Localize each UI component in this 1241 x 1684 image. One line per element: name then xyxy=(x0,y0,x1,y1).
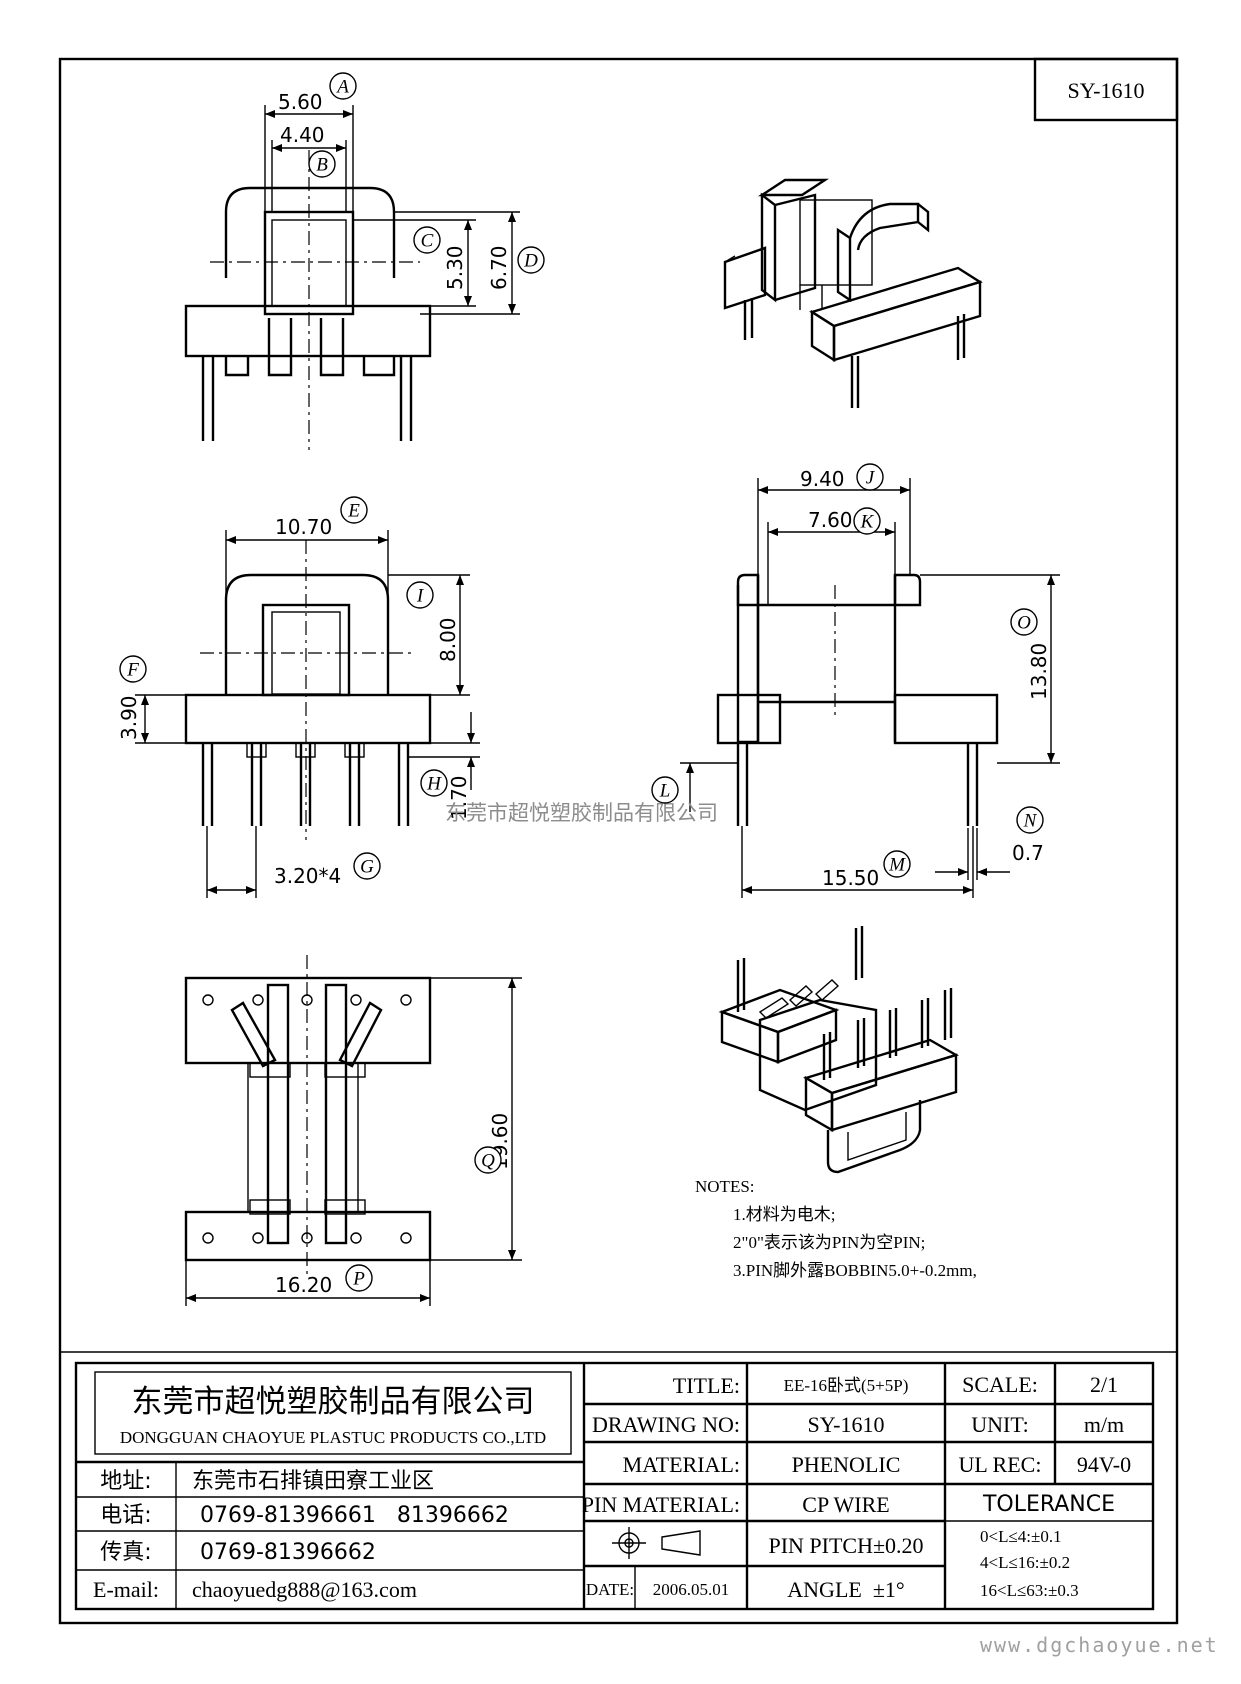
unit-label: UNIT: xyxy=(971,1412,1029,1437)
title-block-frame xyxy=(74,1361,1155,1611)
ul-rec-value: 94V-0 xyxy=(1077,1452,1131,1477)
bubble-f-letter: F xyxy=(126,660,139,681)
view-front-middle-left xyxy=(135,530,480,898)
company-name-cn: 东莞市超悦塑胶制品有限公司 xyxy=(132,1384,535,1420)
scale-label: SCALE: xyxy=(962,1372,1038,1397)
dim-D-value: 6.70 xyxy=(487,245,511,290)
bubble-j-letter: J xyxy=(866,468,876,489)
dim-I-value: 8.00 xyxy=(436,617,460,662)
date-value: 2006.05.01 xyxy=(653,1580,730,1599)
bubble-j-circle xyxy=(856,463,884,491)
dim-A-value: 5.60 xyxy=(278,90,323,114)
phone-value: 0769-81396661 81396662 xyxy=(200,1503,509,1528)
fax-label: 传真: xyxy=(100,1540,151,1565)
dim-N-value: 0.7 xyxy=(1012,841,1044,865)
dim-B-value: 4.40 xyxy=(280,123,325,147)
dim-C-value: 5.30 xyxy=(443,245,467,290)
dim-P-value: 16.20 xyxy=(275,1273,332,1297)
phone-label: 电话: xyxy=(100,1503,151,1528)
note-item-3: 3.PIN脚外露BOBBIN5.0+-0.2mm, xyxy=(733,1261,977,1280)
pin-pitch: PIN PITCH±0.20 xyxy=(768,1533,923,1558)
bubble-g-letter: G xyxy=(360,857,374,878)
view-bottom-lower-left xyxy=(184,955,522,1306)
bubble-h-circle xyxy=(420,769,448,797)
bubble-m-letter: M xyxy=(888,855,906,876)
tolerance-label: TOLERANCE xyxy=(982,1492,1115,1517)
bubble-q-letter: Q xyxy=(481,1151,495,1172)
bubble-a-circle xyxy=(329,72,357,100)
bubble-f-circle xyxy=(119,655,147,683)
dim-H-value: 1.70 xyxy=(447,775,471,820)
material-value: PHENOLIC xyxy=(792,1452,901,1477)
dim-O-value: 13.80 xyxy=(1027,643,1051,700)
tolerance-row-1: 0<L≤4:±0.1 xyxy=(980,1527,1062,1546)
drawing-id-label: SY-1610 xyxy=(1067,78,1144,103)
view-side-top-left xyxy=(184,105,520,450)
dim-M-value: 15.50 xyxy=(822,866,879,890)
address-label: 地址: xyxy=(100,1469,151,1494)
bubble-b-letter: B xyxy=(316,155,328,176)
view-isometric-top xyxy=(723,178,983,408)
scale-value: 2/1 xyxy=(1090,1372,1118,1397)
bubble-p-circle xyxy=(345,1264,373,1292)
website-url: www.dgchaoyue.net xyxy=(980,1633,1219,1657)
view-isometric-bottom xyxy=(718,926,959,1174)
view-side-middle-right xyxy=(680,478,1060,898)
bubble-k-letter: K xyxy=(860,512,875,533)
bubble-l-circle xyxy=(651,776,679,804)
dim-G-value: 3.20*4 xyxy=(274,864,341,888)
dim-J-value: 9.40 xyxy=(800,467,845,491)
dimension-reference-bubbles: A B C D E F G H I J K L M N O P Q xyxy=(119,72,1044,1292)
unit-value: m/m xyxy=(1084,1412,1124,1437)
bubble-o-circle xyxy=(1010,608,1038,636)
company-name-en: DONGGUAN CHAOYUE PLASTUC PRODUCTS CO.,LT… xyxy=(120,1428,546,1447)
tolerance-row-2: 4<L≤16:±0.2 xyxy=(980,1553,1070,1572)
bubble-n-circle xyxy=(1016,806,1044,834)
bubble-e-circle xyxy=(340,496,368,524)
pin-material-label: PIN MATERIAL: xyxy=(582,1492,740,1517)
bubble-m-circle xyxy=(883,850,911,878)
note-item-1: 1.材料为电木; xyxy=(733,1205,835,1224)
bubble-b-circle xyxy=(308,150,336,178)
email-value: chaoyuedg888@163.com xyxy=(192,1577,417,1602)
bubble-l-letter: L xyxy=(659,781,671,802)
bubble-i-letter: I xyxy=(416,586,425,607)
material-label: MATERIAL: xyxy=(623,1452,740,1477)
sheet-border xyxy=(58,57,1179,1625)
dim-E-value: 10.70 xyxy=(275,515,332,539)
ul-rec-label: UL REC: xyxy=(959,1452,1042,1477)
bubble-d-letter: D xyxy=(523,251,538,272)
bubble-k-circle xyxy=(853,507,881,535)
bubble-o-letter: O xyxy=(1017,613,1031,634)
fax-value: 0769-81396662 xyxy=(200,1540,376,1565)
dim-F-value: 3.90 xyxy=(117,695,141,740)
email-label: E-mail: xyxy=(93,1577,159,1602)
title-label: TITLE: xyxy=(673,1373,740,1398)
bubble-e-letter: E xyxy=(347,501,360,522)
bubble-q-circle xyxy=(474,1146,502,1174)
bubble-h-letter: H xyxy=(426,774,442,795)
date-label: DATE: xyxy=(586,1580,634,1599)
bubble-g-circle xyxy=(353,852,381,880)
bubble-n-letter: N xyxy=(1023,811,1038,832)
drawing-no-value: SY-1610 xyxy=(807,1412,884,1437)
angle: ANGLE ±1° xyxy=(787,1577,904,1602)
address-value: 东莞市石排镇田寮工业区 xyxy=(192,1469,434,1494)
bubble-c-letter: C xyxy=(421,231,434,252)
title-value: EE-16卧式(5+5P) xyxy=(784,1376,909,1395)
drawing-id-box xyxy=(1033,57,1179,122)
bubble-c-circle xyxy=(413,226,441,254)
bubble-p-letter: P xyxy=(352,1269,365,1290)
drawing-no-label: DRAWING NO: xyxy=(592,1412,740,1437)
bubble-a-letter: A xyxy=(335,77,349,98)
notes-heading: NOTES: xyxy=(695,1177,755,1196)
pin-material-value: CP WIRE xyxy=(802,1492,889,1517)
note-item-2: 2"0"表示该为PIN为空PIN; xyxy=(733,1233,925,1252)
dim-K-value: 7.60 xyxy=(808,508,853,532)
bubble-i-circle xyxy=(406,581,434,609)
company-watermark: 东莞市超悦塑胶制品有限公司 xyxy=(445,801,718,825)
bubble-d-circle xyxy=(517,246,545,274)
tolerance-row-3: 16<L≤63:±0.3 xyxy=(980,1581,1079,1600)
